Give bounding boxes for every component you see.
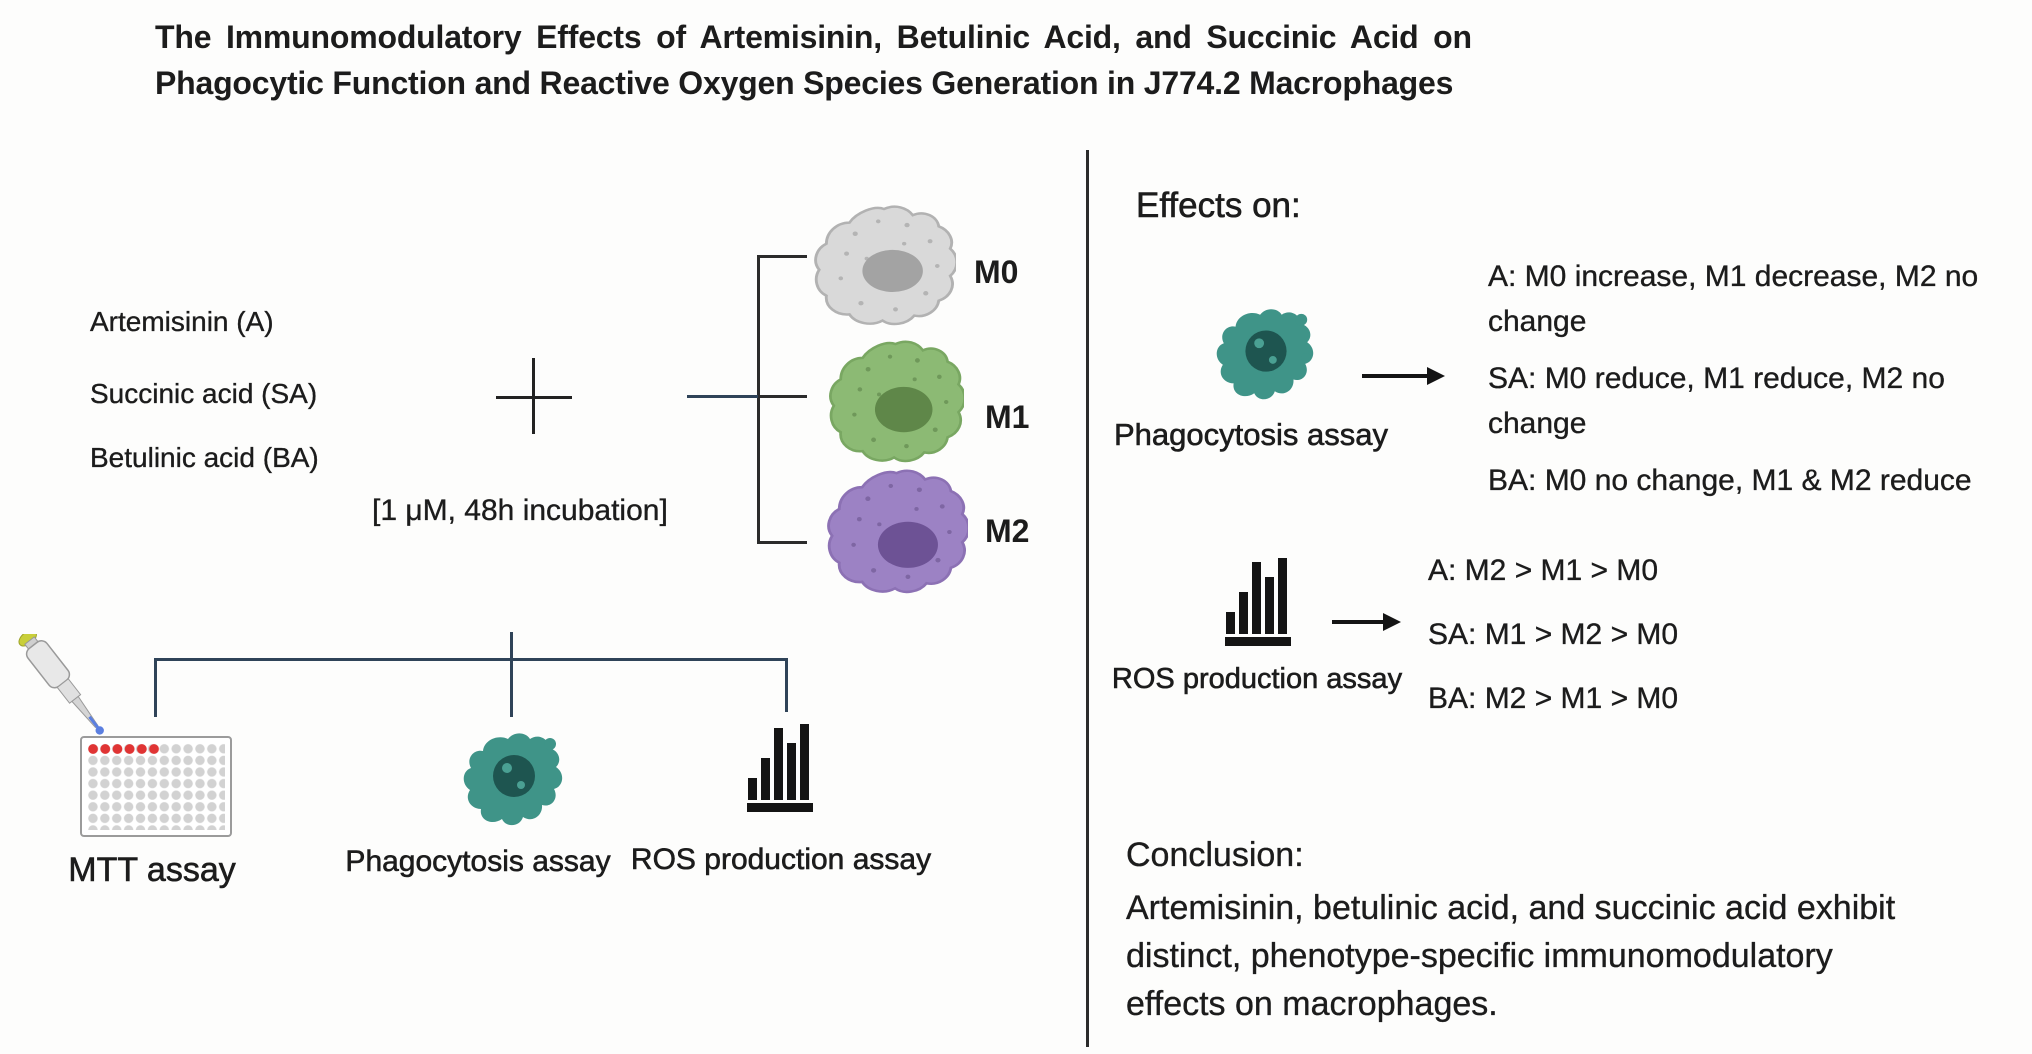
cell-speckles [852,354,949,449]
ros-bar-chart-icon [747,722,815,812]
phagocytosis-result-icon [1216,309,1314,400]
cell-speckles [851,483,952,579]
macrophage-m0-icon [814,205,956,326]
phagocyte-satellite-dot [1295,313,1308,326]
ros-result-label: ROS production assay [1111,663,1403,696]
macrophage-m2-icon [827,469,968,594]
connector-horizontal-line [154,658,788,661]
effects-heading: Effects on: [1136,186,1301,226]
ros-result-artemisinin: A: M2 > M1 > M0 [1428,554,1659,587]
phagocytosis-result-succinic: SA: M0 reduce, M1 reduce, M2 no change [1488,362,1945,440]
well-plate-red-wells [87,743,160,755]
bracket-top-stub [757,255,807,258]
panel-divider-line [1086,150,1089,1047]
conclusion-heading: Conclusion: [1126,836,1304,874]
compound-betulinic-acid: Betulinic acid (BA) [90,442,319,473]
compound-artemisinin: Artemisinin (A) [90,306,274,337]
pipette-icon [18,634,104,735]
ros-result-betulinic: BA: M2 > M1 > M0 [1428,682,1679,715]
phagocyte-satellite-dot [544,738,556,750]
phagocytosis-assay-label: Phagocytosis assay [345,845,611,879]
phenotype-label-m2: M2 [985,513,1030,549]
well-plate-grid [87,743,225,830]
bracket-vertical-line [757,256,760,544]
connector-drop-phagocytosis [510,632,513,717]
bracket-left-connector-line [687,395,758,398]
ros-result-succinic: SA: M1 > M2 > M0 [1428,618,1679,651]
phenotype-label-m1: M1 [985,399,1030,435]
phagocytosis-result-betulinic: BA: M0 no change, M1 & M2 reduce [1488,464,1972,497]
phagocytosis-result-label: Phagocytosis assay [1114,417,1389,453]
phagocyte-nucleus [1245,330,1287,372]
phenotype-label-m0: M0 [974,254,1019,290]
cell-nucleus [874,386,933,433]
ros-assay-label: ROS production assay [630,843,932,877]
plus-icon-vbar [532,358,535,434]
connector-drop-ros [785,658,788,712]
figure-title-line2: Phagocytic Function and Reactive Oxygen … [155,65,1454,101]
figure-title: The Immunomodulatory Effects of Artemisi… [155,14,1485,106]
bracket-middle-stub [757,395,807,398]
phagocyte-satellite-dot [550,778,560,788]
figure-title-line1: The Immunomodulatory Effects of Artemisi… [155,19,1472,55]
phagocytosis-result-artemisinin: A: M0 increase, M1 decrease, M2 no chang… [1488,260,1979,338]
bracket-bottom-stub [757,541,807,544]
cell-speckles [838,219,940,312]
macrophage-m1-icon [829,340,964,463]
conclusion-text: Artemisinin, betulinic acid, and succini… [1126,889,1896,1023]
phagocyte-satellite-dot [1301,353,1312,363]
well-plate-icon [80,736,232,837]
connector-drop-mtt [154,658,157,717]
incubation-note: [1 μM, 48h incubation] [372,494,668,527]
phagocyte-nucleus [493,755,535,797]
compound-succinic-acid: Succinic acid (SA) [90,378,318,409]
ros-result-icon [1225,556,1293,646]
cell-nucleus [862,249,923,293]
ros-arrow [1332,620,1384,624]
mtt-assay-label: MTT assay [68,851,236,890]
cell-nucleus [877,521,938,568]
phagocytosis-assay-icon [463,733,563,826]
phagocytosis-arrow [1362,374,1428,378]
